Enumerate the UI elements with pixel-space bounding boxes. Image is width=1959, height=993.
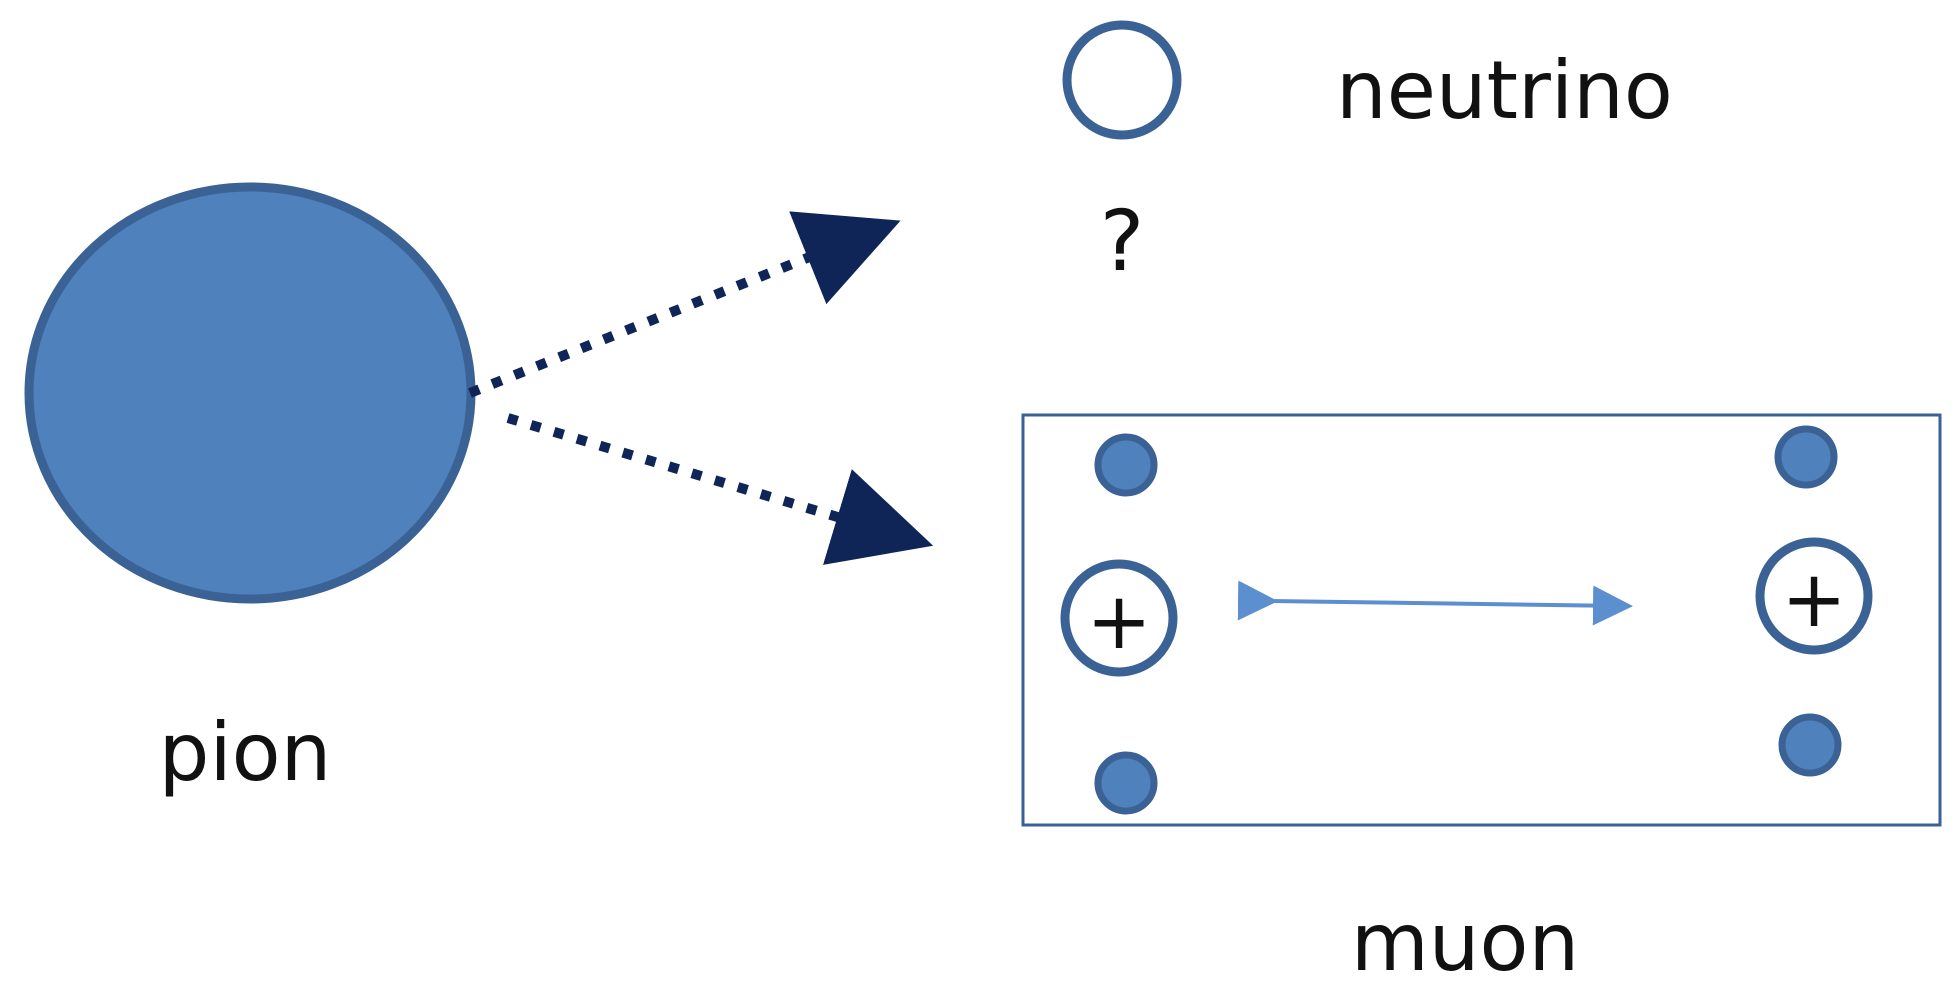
- small-particle-bottom-left: [1094, 751, 1158, 815]
- neutrino-icon: [1062, 20, 1182, 140]
- small-particle-top-right: [1774, 425, 1838, 489]
- pion-label: pion: [159, 706, 332, 799]
- positive-charge-right-icon: [1755, 537, 1873, 655]
- pion-particle: [24, 182, 476, 604]
- small-particle-bottom-right: [1778, 713, 1842, 777]
- decay-arrow-to-muon: [506, 413, 934, 565]
- charge-left-label: +: [1086, 577, 1151, 667]
- charge-right-label: +: [1781, 555, 1846, 645]
- muon-label: muon: [1351, 896, 1579, 989]
- double-arrow: [1237, 580, 1633, 626]
- positive-charge-left-icon: [1060, 559, 1178, 677]
- unknown-question-mark: ?: [1100, 192, 1145, 290]
- neutrino-label: neutrino: [1336, 44, 1673, 137]
- decay-arrow-to-neutrino: [468, 211, 901, 398]
- small-particle-top-left: [1094, 433, 1158, 497]
- muon-box: [1021, 413, 1942, 827]
